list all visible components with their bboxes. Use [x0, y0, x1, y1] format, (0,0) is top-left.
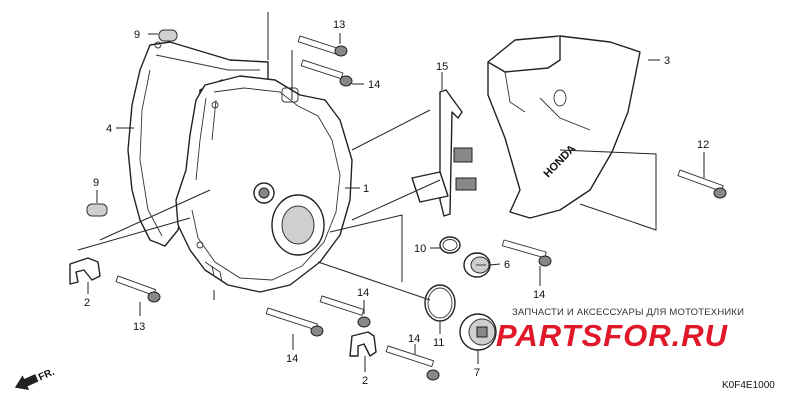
front-direction-arrow-icon: FR. [14, 367, 56, 390]
callout-11: 11 [433, 337, 444, 349]
bolt-part-14-lower-mid [319, 295, 371, 328]
bolt-part-14-top [300, 59, 353, 87]
bolt-part-14-bottom [385, 345, 440, 381]
clamp-part-2-right [349, 331, 377, 357]
bracket-part-15 [411, 89, 477, 217]
callout-14-lower: 14 [357, 287, 369, 299]
callout-15: 15 [436, 61, 448, 73]
bolt-part-14-mid [501, 239, 552, 267]
callout-10: 10 [414, 243, 426, 255]
clamp-part-2-left [69, 257, 101, 285]
callout-14-bottom-left: 14 [286, 353, 298, 365]
callout-1: 1 [363, 183, 369, 195]
bolt-part-14-lower-left [265, 307, 324, 337]
callout-13-bottom: 13 [133, 321, 145, 333]
timing-hole-cap-part-7 [459, 313, 497, 351]
leader-lines [87, 33, 705, 372]
watermark-logo: PARTSFOR.RU [496, 318, 729, 353]
dowel-pin-part-9-bottom [86, 203, 108, 217]
callout-2-left: 2 [84, 297, 90, 309]
crankcase-cover-part-1 [175, 75, 353, 293]
callout-7: 7 [474, 367, 480, 379]
bolt-part-12 [677, 169, 727, 199]
callout-14-top: 14 [368, 79, 380, 91]
callout-14-mid: 14 [533, 289, 545, 301]
callout-labels: 1 2 2 3 4 6 7 9 9 10 11 12 13 13 14 14 1… [84, 19, 709, 387]
callout-14-bottom: 14 [408, 333, 420, 345]
callout-3: 3 [664, 55, 670, 67]
callout-9-top: 9 [134, 29, 140, 41]
callout-13-top: 13 [333, 19, 345, 31]
bolt-part-13-bottom [115, 275, 161, 303]
oil-filler-cap-part-6 [463, 252, 491, 278]
sprocket-cover-part-3: HONDA [487, 35, 641, 219]
direction-label: FR. [37, 367, 56, 384]
callout-2-right: 2 [362, 375, 368, 387]
o-ring-part-10 [439, 236, 461, 254]
watermark-caption: ЗАПЧАСТИ И АКСЕССУАРЫ ДЛЯ МОТОТЕХНИКИ [512, 307, 745, 318]
callout-9-bottom: 9 [93, 177, 99, 189]
bolt-part-13-top [297, 35, 348, 57]
dowel-pin-part-9-top [158, 29, 178, 42]
callout-6: 6 [504, 259, 510, 271]
callout-12: 12 [697, 139, 709, 151]
o-ring-part-11 [424, 284, 456, 322]
callout-4: 4 [106, 123, 112, 135]
drawing-code: K0F4E1000 [722, 380, 775, 391]
assembly-guide-lines [77, 12, 657, 301]
